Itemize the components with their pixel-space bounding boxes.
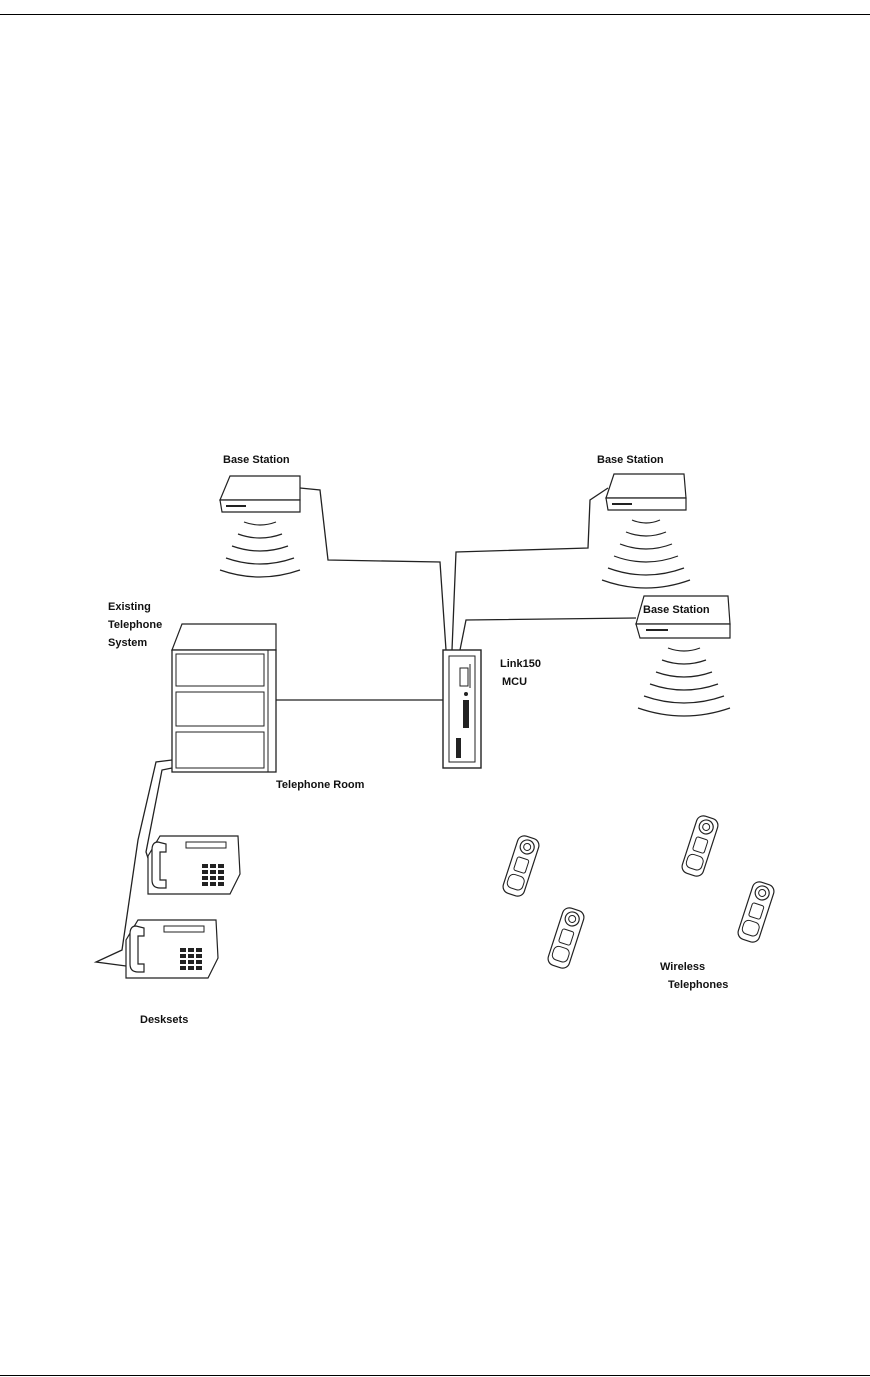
wireless-handset-2: [545, 905, 587, 971]
wireless-label-line1: Wireless: [660, 961, 705, 973]
base-station-1: [219, 475, 301, 578]
base-station-2: [601, 473, 691, 589]
existing-system-label-line3: System: [108, 637, 147, 649]
base-station-2-label: Base Station: [597, 454, 664, 466]
deskset-2: [125, 919, 219, 979]
deskset-1: [147, 835, 241, 895]
top-rule: [0, 14, 870, 15]
telephone-system-cabinet: [171, 623, 277, 773]
mcu-label-line1: Link150: [500, 658, 541, 670]
mcu-unit: [442, 649, 482, 769]
mcu-label-line2: MCU: [502, 676, 527, 688]
base-station-3-label: Base Station: [643, 604, 710, 616]
base-station-3: [635, 595, 731, 717]
wireless-handset-4: [735, 879, 777, 945]
existing-system-label-line2: Telephone: [108, 619, 162, 631]
existing-system-label-line1: Existing: [108, 601, 151, 613]
wireless-label-line2: Telephones: [668, 979, 728, 991]
cabling: [93, 487, 637, 967]
wireless-handset-3: [679, 813, 721, 879]
wireless-handset-1: [500, 833, 542, 899]
desksets-label: Desksets: [140, 1014, 188, 1026]
bottom-rule: [0, 1375, 870, 1376]
telephone-room-label: Telephone Room: [276, 779, 365, 791]
base-station-1-label: Base Station: [223, 454, 290, 466]
